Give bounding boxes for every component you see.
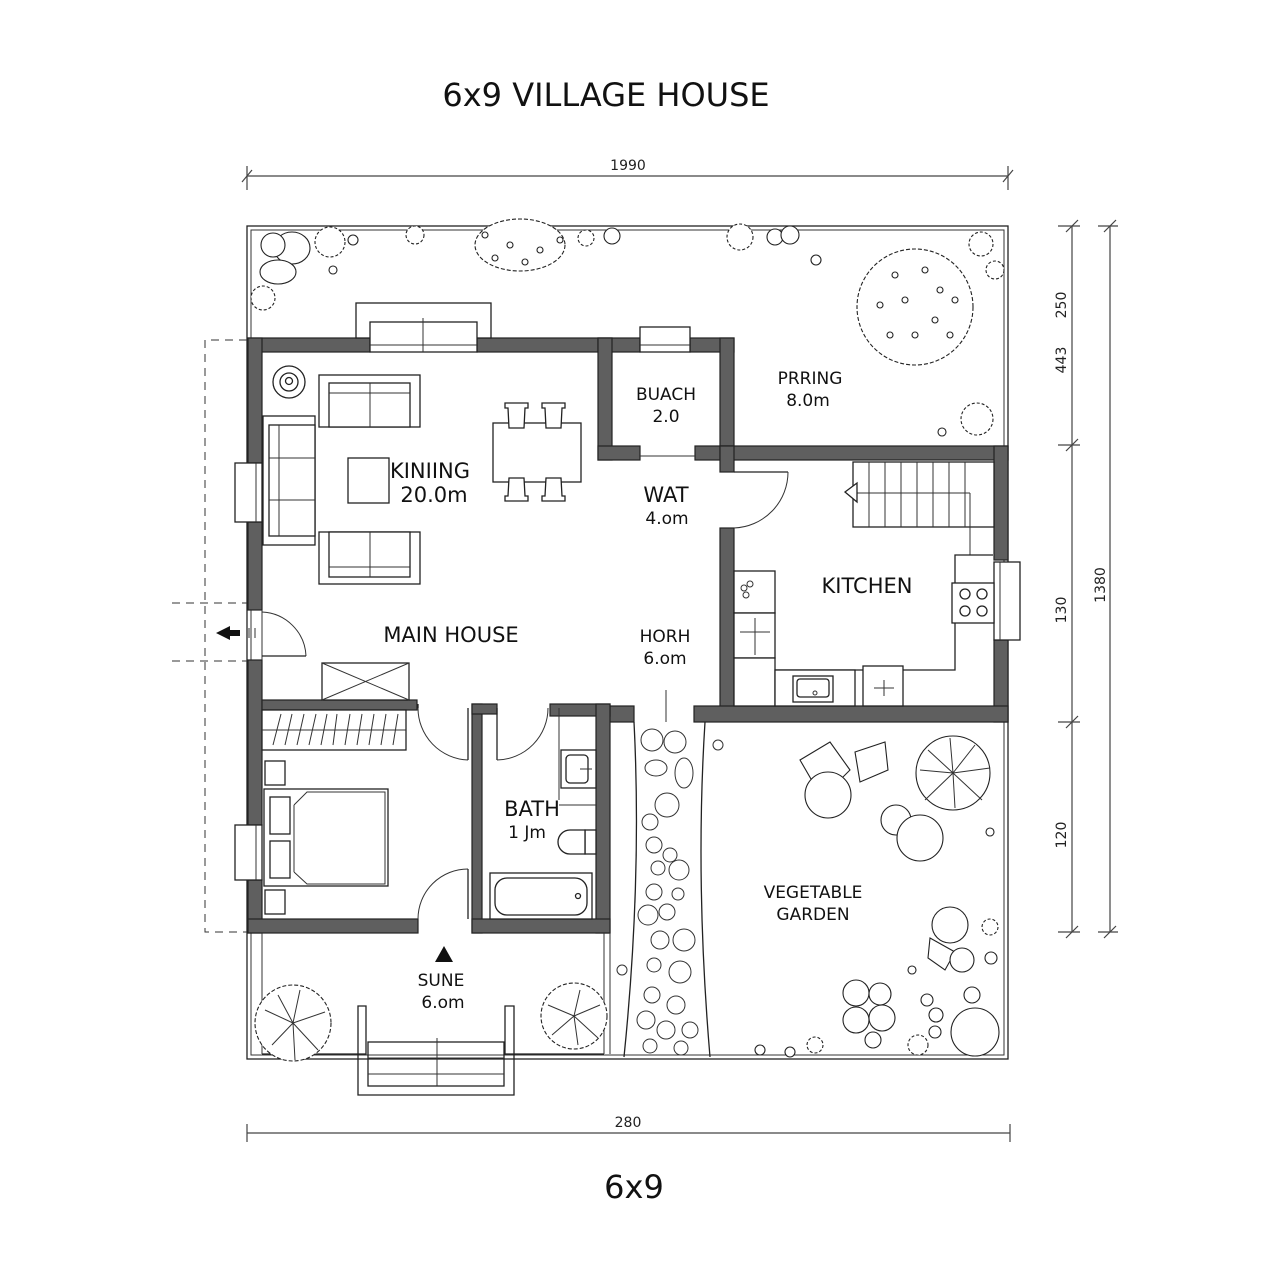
room-area-parking: 8.0m — [786, 391, 830, 411]
room-area-bath: 1 Jm — [508, 823, 546, 843]
bed-icon — [263, 788, 389, 887]
top-dimension: 1990 — [241, 158, 1014, 190]
room-area-horh: 6.om — [643, 649, 686, 669]
walls — [247, 337, 1009, 934]
room-area-wat: 4.om — [645, 509, 688, 529]
tree-icon — [856, 248, 974, 366]
left-overhang-dashed — [172, 339, 247, 933]
sink-icon — [792, 675, 834, 703]
wardrobe — [261, 709, 407, 751]
room-label-garden-line1: VEGETABLE — [764, 883, 863, 903]
room-label-main-house: MAIN HOUSE — [383, 623, 518, 647]
sofa-icon — [262, 415, 316, 546]
room-area-sune: 6.om — [421, 993, 464, 1013]
room-area-buach: 2.0 — [652, 407, 679, 427]
dim-250: 250 — [1054, 292, 1070, 319]
page-title: 6x9 VILLAGE HOUSE — [442, 76, 769, 114]
room-label-buach: BUACH — [636, 385, 696, 405]
shrub-icon — [250, 226, 359, 311]
stove-icon — [951, 582, 995, 624]
entry-arrow-icon — [216, 626, 256, 640]
bathtub-icon — [489, 872, 593, 920]
room-label-sune: SUNE — [418, 971, 465, 991]
room-label-horh: HORH — [640, 627, 691, 647]
toilet-icon — [557, 829, 597, 855]
bottom-dimension-label: 280 — [615, 1115, 642, 1131]
storage-box — [321, 662, 410, 701]
fireplace-icon — [272, 365, 306, 399]
room-label-garden-line2: GARDEN — [776, 905, 849, 925]
shrub-icon — [726, 223, 1005, 437]
room-label-living: KINIING — [390, 459, 470, 483]
north-arrow-icon — [435, 946, 453, 962]
windows — [234, 302, 1021, 881]
top-dimension-label: 1990 — [610, 158, 646, 174]
front-steps — [261, 933, 611, 1096]
doors — [261, 455, 789, 920]
shrub-icon — [405, 218, 621, 272]
room-label-kitchen: KITCHEN — [822, 574, 913, 598]
stair-arrow-icon — [843, 481, 858, 504]
room-label-parking: PRRING — [778, 369, 843, 389]
right-dimension-inner: 250 443 130 120 — [1054, 219, 1080, 939]
nightstand — [264, 760, 286, 786]
plan-size-label: 6x9 — [604, 1168, 664, 1206]
dim-120: 120 — [1054, 822, 1070, 849]
sink-icon — [560, 749, 597, 789]
bottom-dimension: 280 — [246, 1115, 1011, 1142]
nightstand — [264, 889, 286, 915]
stepping-stone-path — [616, 690, 724, 1058]
sofa-icon — [318, 531, 421, 585]
dim-130: 130 — [1054, 597, 1070, 624]
dim-1380: 1380 — [1093, 567, 1109, 603]
tree-icon — [254, 982, 608, 1062]
stairs — [852, 461, 995, 555]
sofa-icon — [318, 374, 421, 428]
room-label-bath: BATH — [504, 797, 560, 821]
room-label-wat: WAT — [643, 483, 688, 507]
dim-443: 443 — [1054, 347, 1070, 374]
coffee-table-icon — [347, 457, 390, 504]
dining-table-icon — [492, 402, 582, 502]
right-dimension-outer: 1380 — [1093, 219, 1118, 939]
dishwasher-icon — [740, 580, 894, 696]
vegetable-plant-icon — [754, 735, 1000, 1058]
room-area-living: 20.0m — [400, 483, 467, 507]
kitchen-counter — [733, 554, 993, 707]
